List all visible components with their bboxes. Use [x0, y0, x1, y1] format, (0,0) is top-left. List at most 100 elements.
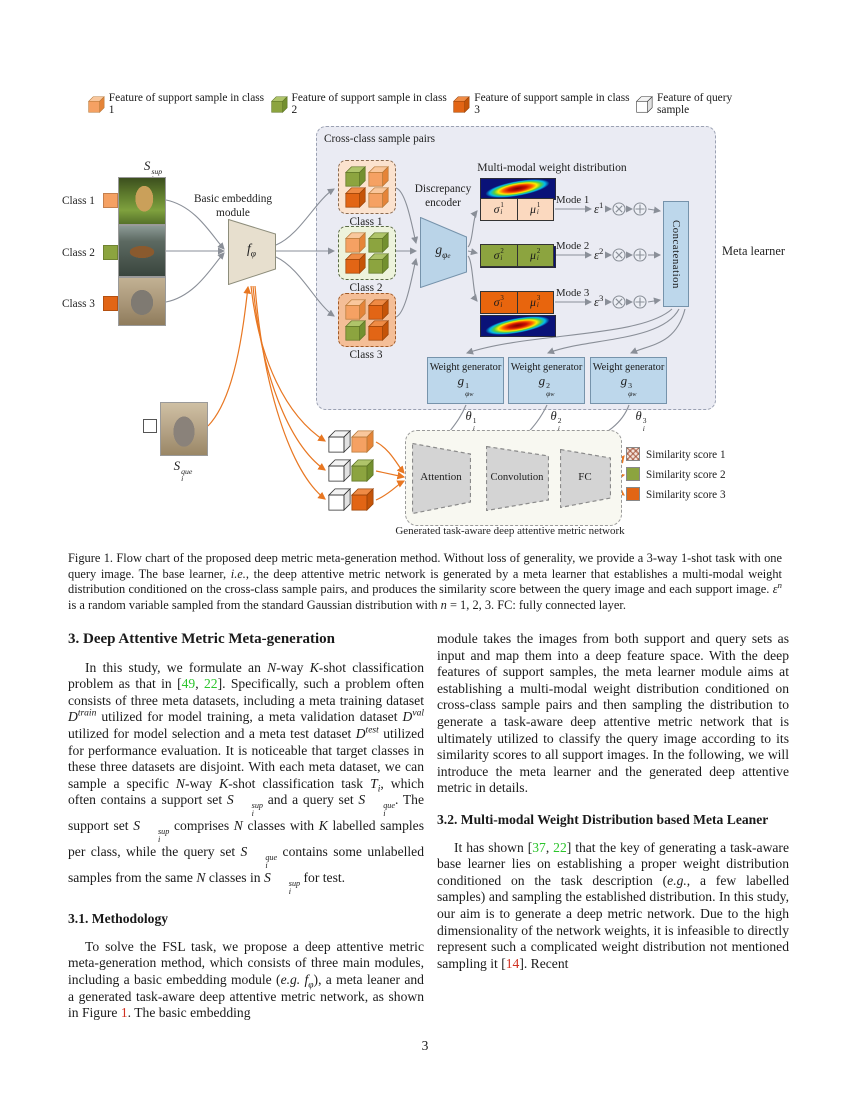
query-pair-1 [328, 430, 374, 453]
class1-input-label: Class 1 [62, 195, 95, 207]
right-column: module takes the images from both suppor… [437, 631, 789, 974]
meta-learner-label: Meta learner [722, 244, 785, 258]
feature-cube-icon [345, 166, 366, 187]
class1-color-swatch [103, 193, 118, 208]
body-paragraph: To solve the FSL task, we propose a deep… [68, 938, 424, 1021]
figure-legend: Feature of support sample in class 1 Fea… [88, 92, 766, 116]
feature-cube-icon [368, 320, 389, 341]
query-cube-icon [328, 488, 351, 511]
query-image-elephant [160, 402, 208, 456]
fc-label: FC [578, 471, 592, 483]
class2-color-swatch [103, 245, 118, 260]
mode3-label: Mode 3 [556, 287, 590, 299]
feature-cube-icon [351, 488, 374, 511]
class2-pair-box [338, 226, 396, 280]
discrepancy-trapezoid [420, 217, 467, 288]
weight-generator-title: Weight generator [592, 361, 665, 373]
discrepancy-encoder-title: Discrepancy encoder [414, 183, 472, 210]
embedding-trapezoid [228, 219, 276, 285]
feature-cube-icon [345, 299, 366, 320]
class2-image-boat [118, 225, 166, 277]
attention-trapezoid [412, 443, 471, 514]
similarity-score1-label: Similarity score 1 [646, 449, 726, 461]
feature-cube-icon [368, 187, 389, 208]
class3-pair-box [338, 293, 396, 347]
support-class1-cube-icon [88, 96, 105, 113]
mode2-label: Mode 2 [556, 240, 590, 252]
legend-label: Feature of support sample in class 2 [291, 92, 447, 116]
weight-generator-title: Weight generator [510, 361, 583, 373]
citation-link[interactable]: 37 [532, 839, 546, 855]
embedding-module-title: Basic embedding module [193, 193, 273, 220]
embedding-symbol: fφ [247, 241, 256, 260]
metric-network-caption: Generated task-aware deep attentive metr… [395, 525, 625, 537]
class3-image-elephant [118, 277, 166, 326]
legend-item: Feature of query sample [636, 92, 766, 116]
query-cube-icon [328, 430, 351, 453]
subsection-heading: 3.2. Multi-modal Weight Distribution bas… [437, 811, 769, 827]
citation-link[interactable]: 49 [181, 676, 196, 692]
epsilon3-label: ε3 [594, 292, 604, 309]
concatenation-box: Concatenation [663, 201, 689, 307]
query-pair-3 [328, 488, 374, 511]
weight-distribution-heatmap [480, 315, 556, 337]
similarity-score2-label: Similarity score 2 [646, 469, 726, 481]
class3-input-label: Class 3 [62, 298, 95, 310]
convolution-trapezoid [486, 446, 549, 511]
class2-pair-label: Class 2 [349, 282, 383, 294]
class1-image-giraffe [118, 177, 166, 225]
similarity-score2-swatch [626, 467, 640, 481]
legend-item: Feature of support sample in class 1 [88, 92, 271, 116]
multimodal-title: Multi-modal weight distribution [477, 161, 627, 174]
body-paragraph: In this study, we formulate an N-way K-s… [68, 659, 424, 897]
similarity-score1-swatch [626, 447, 640, 461]
weight-distribution-heatmap [480, 178, 556, 200]
figure-ref-link[interactable]: 1 [120, 1005, 128, 1021]
query-cube-icon [636, 96, 653, 113]
legend-item: Feature of support sample in class 2 [271, 92, 454, 116]
feature-cube-icon [345, 232, 366, 253]
left-column: 3. Deep Attentive Metric Meta-generation… [68, 631, 424, 1024]
class1-pair-label: Class 1 [349, 216, 383, 228]
feature-cube-icon [345, 320, 366, 341]
similarity-score3-swatch [626, 487, 640, 501]
epsilon2-label: ε2 [594, 245, 604, 262]
query-cube-icon [328, 459, 351, 482]
feature-cube-icon [345, 253, 366, 274]
subsection-heading: 3.1. Methodology [68, 911, 169, 927]
legend-item: Feature of support sample in class 3 [453, 92, 636, 116]
body-paragraph: module takes the images from both suppor… [437, 631, 789, 796]
citation-link[interactable]: 22 [553, 839, 567, 855]
query-color-swatch [143, 419, 157, 433]
feature-cube-icon [351, 430, 374, 453]
feature-cube-icon [368, 232, 389, 253]
figure-caption: Figure 1. Flow chart of the proposed dee… [68, 551, 782, 612]
query-pair-2 [328, 459, 374, 482]
discrepancy-symbol: gφe [435, 242, 451, 261]
section-heading: 3. Deep Attentive Metric Meta-generation [68, 631, 335, 647]
fc-trapezoid [560, 449, 611, 508]
similarity-score3-label: Similarity score 3 [646, 489, 726, 501]
weight-generator-title: Weight generator [429, 361, 502, 373]
class3-pair-label: Class 3 [349, 349, 383, 361]
attention-label: Attention [420, 471, 462, 483]
citation-link[interactable]: 14 [505, 955, 520, 971]
legend-label: Feature of support sample in class 3 [474, 92, 630, 116]
citation-link[interactable]: 22 [203, 676, 218, 692]
page-number: 3 [421, 1038, 429, 1053]
legend-label: Feature of query sample [656, 92, 733, 116]
body-paragraph: It has shown [37, 22] that the key of ge… [437, 839, 789, 971]
